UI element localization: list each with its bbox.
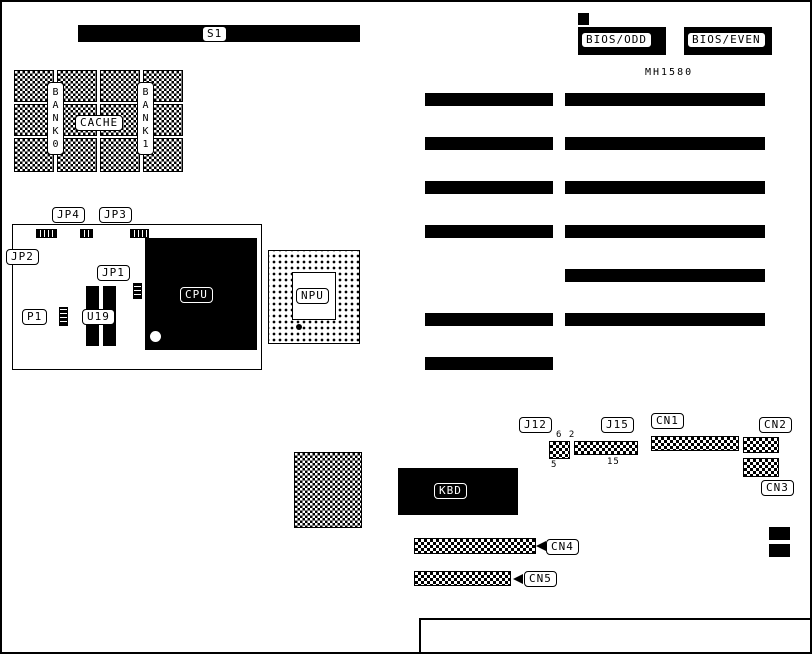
j12-pin-number-bottom: 5 [551,460,558,470]
s1-label: S1 [202,26,228,42]
p1-label: P1 [22,309,48,325]
j12-label: J12 [519,417,552,433]
cn1-header [651,436,739,451]
memory-chip [57,138,97,172]
cn4-label: CN4 [546,539,579,555]
cpu-pin1-marker [150,331,161,342]
cn2-label: CN2 [759,417,792,433]
cn2-header [743,437,779,453]
npu-label: NPU [296,288,329,304]
bios-odd-label: BIOS/ODD [581,32,652,48]
expansion-slot [425,137,553,150]
expansion-slot [565,313,765,326]
expansion-slot [425,225,553,238]
j12-header [549,441,570,459]
bios-even-label: BIOS/EVEN [687,32,766,48]
expansion-slot [425,181,553,194]
memory-chip [100,138,140,172]
cpu-label: CPU [180,287,213,303]
expansion-slot [565,137,765,150]
board-edge-step-vertical [419,618,421,654]
expansion-slot [425,93,553,106]
j12-pin-numbers-top: 6 2 [556,430,576,440]
jp2-label: JP2 [6,249,39,265]
expansion-slot [425,313,553,326]
jp3-label: JP3 [99,207,132,223]
j15-header [574,441,638,455]
bank1-label: BANK1 [137,82,154,155]
bank0-label: BANK0 [47,82,64,155]
cn4-pointer-arrow [536,541,546,551]
cache-label: CACHE [75,115,124,131]
cn4-header [414,538,536,554]
expansion-slot [565,269,765,282]
cn3-header [743,458,779,477]
cn5-label: CN5 [524,571,557,587]
jp4-label: JP4 [52,207,85,223]
qfp-chip [294,452,362,528]
model-label: MH1580 [645,67,694,78]
jp1-jumper [133,283,142,299]
power-connector-segment [769,527,790,540]
expansion-slot [425,357,553,370]
j15-pin-number-bottom: 15 [607,457,620,467]
expansion-slot [565,181,765,194]
board-edge-step-horizontal [419,618,812,620]
jp3-jumper [130,229,149,238]
cn5-pointer-arrow [513,574,523,584]
kbd-label: KBD [434,483,467,499]
expansion-slot [565,93,765,106]
bios-odd-pin1-marker [578,13,589,25]
jp4-jumper [80,229,93,238]
jp2-jumper [36,229,57,238]
expansion-slot [565,225,765,238]
cn3-label: CN3 [761,480,794,496]
npu-pin1-dot [296,324,302,330]
power-connector-segment [769,544,790,557]
memory-chip [100,70,140,102]
u19-label: U19 [82,309,115,325]
j15-label: J15 [601,417,634,433]
cn5-header [414,571,511,586]
cn1-label: CN1 [651,413,684,429]
p1-jumper [59,307,68,326]
jp1-label: JP1 [97,265,130,281]
